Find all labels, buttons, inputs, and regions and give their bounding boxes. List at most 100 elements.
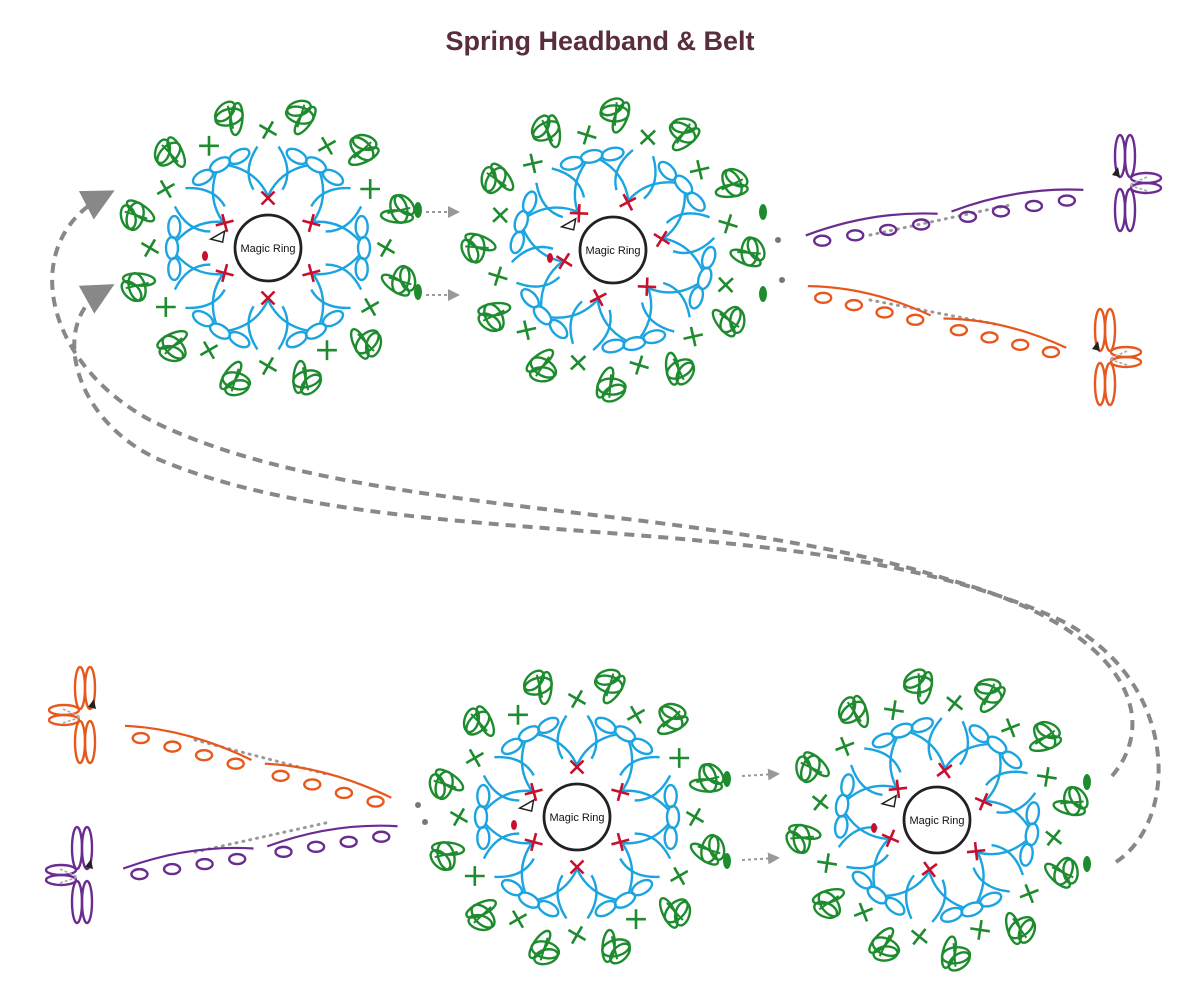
single-crochet-x <box>629 355 650 375</box>
single-crochet-x <box>853 902 874 922</box>
green-picot-cluster <box>656 702 689 736</box>
single-crochet-x <box>522 153 543 174</box>
single-crochet-x <box>567 689 587 709</box>
single-crochet-x <box>492 206 509 224</box>
chain-loop <box>613 725 637 743</box>
stitch-post <box>473 906 492 924</box>
join-point <box>1083 774 1091 790</box>
leaf-chain-loop <box>334 786 354 800</box>
single-crochet-x <box>817 853 838 874</box>
single-crochet-x <box>626 909 646 930</box>
magic-ring-label: Magic Ring <box>585 245 640 257</box>
double-crochet-petal <box>312 253 361 325</box>
leaf-chain-loop <box>991 205 1011 218</box>
stitch-post <box>608 374 613 398</box>
slip-stitch-dot <box>871 823 877 833</box>
stitch-post <box>535 674 544 698</box>
double-crochet-stitch <box>643 155 657 200</box>
double-crochet-stitch <box>634 774 672 802</box>
single-crochet-x <box>576 125 597 145</box>
leaf-chain-loop <box>274 845 293 859</box>
single-crochet-x <box>567 925 587 945</box>
magic-ring-label: Magic Ring <box>240 243 295 255</box>
short-join-arrow <box>741 852 780 865</box>
chain-loop <box>1062 858 1079 885</box>
chain-loop <box>521 190 538 215</box>
double-crochet-stitch <box>662 281 691 318</box>
leaf-chain-loop <box>80 879 94 925</box>
single-crochet-x <box>936 762 953 779</box>
chain-loop <box>960 901 984 918</box>
single-crochet-x <box>626 705 646 725</box>
green-picot-cluster <box>1028 720 1063 753</box>
double-crochet-petal <box>522 228 564 308</box>
single-crochet-x <box>524 832 543 852</box>
green-picot-cluster <box>795 751 831 784</box>
green-picot-cluster <box>811 887 846 920</box>
single-crochet-x <box>258 356 278 376</box>
stitch-post <box>610 936 619 960</box>
leaf-chain-loop <box>228 852 247 866</box>
single-crochet-x <box>569 354 587 371</box>
single-crochet-x <box>883 700 904 721</box>
double-crochet-petal <box>846 736 899 801</box>
leaf-chain-loop <box>131 731 150 745</box>
chain-loop <box>594 899 617 918</box>
chain-loop <box>601 383 627 403</box>
leaf-chain-loop <box>130 867 149 881</box>
double-crochet-petal <box>175 171 224 243</box>
double-crochet-petal <box>536 732 618 766</box>
double-crochet-petal <box>621 822 670 894</box>
stitch-post <box>790 835 814 840</box>
green-picot-cluster <box>153 136 187 169</box>
chain-loop <box>910 717 934 734</box>
leaf-chain-loop <box>73 665 87 711</box>
leaf-chain-loop <box>303 778 322 791</box>
long-dashed-join-1 <box>50 190 1135 778</box>
stitch-post <box>470 713 488 732</box>
stitch-post <box>952 943 957 967</box>
chain-loop <box>208 322 232 340</box>
leaf-chain-loop <box>44 873 78 887</box>
single-crochet-x <box>449 807 469 827</box>
stitch-post <box>541 119 554 142</box>
leaf-chain-loop <box>813 234 832 247</box>
leaf-chain-loop <box>1113 187 1127 233</box>
green-picot-cluster <box>837 694 870 729</box>
attach-dot <box>779 277 785 283</box>
leaf-chain-loop <box>1024 199 1044 213</box>
single-crochet-x <box>317 340 337 361</box>
stitch-post <box>164 337 183 355</box>
double-crochet-petal <box>662 192 704 272</box>
double-crochet-stitch <box>247 145 259 191</box>
chain-loop <box>975 678 1002 695</box>
double-crochet-petal <box>621 740 670 812</box>
join-point <box>1083 856 1091 872</box>
chain-loop <box>840 773 855 798</box>
leaf-chain-loop <box>306 840 326 854</box>
start-triangle-icon <box>1112 167 1120 177</box>
chain-loop <box>500 878 524 897</box>
leaf-chain-loop <box>1123 187 1137 233</box>
double-crochet-petal <box>638 282 700 339</box>
leaf-chain-loop <box>47 713 81 727</box>
chain-loop <box>600 146 625 162</box>
leaf-chain-loop <box>366 795 385 808</box>
green-picot-cluster <box>711 305 746 338</box>
leaf-stem-stitch <box>805 212 938 237</box>
green-picot-cluster <box>119 199 156 232</box>
single-crochet-x <box>199 135 219 156</box>
slip-stitch-dot <box>202 251 208 261</box>
slip-stitch-dot <box>511 820 517 830</box>
double-crochet-stitch <box>515 276 561 288</box>
green-picot-cluster <box>120 272 157 303</box>
single-crochet-x <box>1045 829 1063 847</box>
leaf-chain-loop <box>1123 133 1137 179</box>
chain-loop <box>688 285 705 310</box>
double-crochet-stitch <box>665 212 711 224</box>
leaf-chain-loop <box>949 323 969 337</box>
double-crochet-stitch <box>972 867 1010 893</box>
stitch-post <box>161 144 179 163</box>
chain-loop <box>480 165 497 193</box>
single-crochet-x <box>835 736 855 757</box>
